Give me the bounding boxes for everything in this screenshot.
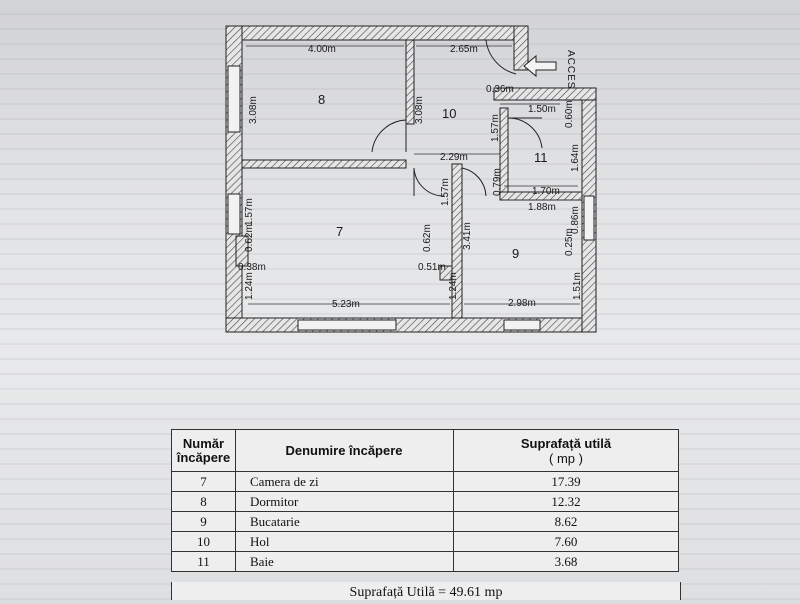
room-area-cell: 8.62 xyxy=(453,511,679,532)
dim-label: 4.00m xyxy=(308,44,336,55)
table-row: 8 Dormitor 12.32 xyxy=(171,491,679,512)
dim-label: 0.62m xyxy=(244,224,255,252)
access-label: ACCES xyxy=(565,50,576,89)
total-usable-area: Suprafață Utilă = 49.61 mp xyxy=(171,582,681,600)
room-name-cell: Camera de zi xyxy=(235,471,454,492)
dim-label: 1.57m xyxy=(490,114,501,142)
dim-label: 1.51m xyxy=(572,272,583,300)
dim-label: 0.79m xyxy=(492,168,503,196)
room-number-8: 8 xyxy=(318,92,325,107)
room-number-11: 11 xyxy=(534,150,548,165)
dim-label: 0.38m xyxy=(238,262,266,273)
dim-label: 1.64m xyxy=(570,144,581,172)
dim-label: 0.51m xyxy=(418,262,446,273)
total-usable-area-text: Suprafață Utilă = 49.61 mp xyxy=(349,585,503,600)
dim-label: 1.57m xyxy=(440,178,451,206)
room-area-table: Număr încăpere Denumire încăpere Suprafa… xyxy=(171,429,679,572)
dim-label: 2.29m xyxy=(440,152,468,163)
table-header-row: Număr încăpere Denumire încăpere Suprafa… xyxy=(171,429,679,472)
access-arrow-icon xyxy=(523,54,557,78)
dim-label: 2.98m xyxy=(508,298,536,309)
dim-label: 0.86m xyxy=(570,206,581,234)
dim-label: 5.23m xyxy=(332,299,360,310)
table-row: 11 Baie 3.68 xyxy=(171,551,679,572)
dim-label: 0.36m xyxy=(486,84,514,95)
room-number-cell: 9 xyxy=(171,511,236,532)
dim-label: 1.70m xyxy=(532,186,560,197)
room-area-cell: 12.32 xyxy=(453,491,679,512)
room-area-cell: 17.39 xyxy=(453,471,679,492)
door-swings xyxy=(371,39,543,197)
room-number-cell: 10 xyxy=(171,531,236,552)
dim-label: 0.62m xyxy=(422,224,433,252)
dimension-lines xyxy=(246,45,580,305)
dim-label: 2.65m xyxy=(450,44,478,55)
dim-label: 1.24m xyxy=(448,272,459,300)
dim-label: 1.24m xyxy=(244,272,255,300)
dim-label: 1.50m xyxy=(528,104,556,115)
dim-label: 0.60m xyxy=(564,100,575,128)
table-row: 9 Bucatarie 8.62 xyxy=(171,511,679,532)
dim-label: 1.57m xyxy=(244,198,255,226)
room-name-cell: Baie xyxy=(235,551,454,572)
room-number-cell: 8 xyxy=(171,491,236,512)
dim-label: 0.25m xyxy=(564,228,575,256)
room-number-cell: 11 xyxy=(171,551,236,572)
dim-label: 3.41m xyxy=(462,222,473,250)
room-area-cell: 3.68 xyxy=(453,551,679,572)
header-usable-area: Suprafață utilă ( mp ) xyxy=(453,429,679,472)
room-number-7: 7 xyxy=(336,224,343,239)
table-row: 7 Camera de zi 17.39 xyxy=(171,471,679,492)
dim-label: 1.88m xyxy=(528,202,556,213)
room-area-cell: 7.60 xyxy=(453,531,679,552)
room-number-9: 9 xyxy=(512,246,519,261)
room-name-cell: Bucatarie xyxy=(235,511,454,532)
room-number-cell: 7 xyxy=(171,471,236,492)
header-room-name: Denumire încăpere xyxy=(235,429,454,472)
room-name-cell: Dormitor xyxy=(235,491,454,512)
interior-walls xyxy=(235,39,583,319)
room-name-cell: Hol xyxy=(235,531,454,552)
windows xyxy=(227,65,595,331)
room-number-10: 10 xyxy=(442,106,456,121)
dim-label: 3.08m xyxy=(248,96,259,124)
header-room-number: Număr încăpere xyxy=(171,429,236,472)
table-row: 10 Hol 7.60 xyxy=(171,531,679,552)
dim-label: 3.08m xyxy=(414,96,425,124)
